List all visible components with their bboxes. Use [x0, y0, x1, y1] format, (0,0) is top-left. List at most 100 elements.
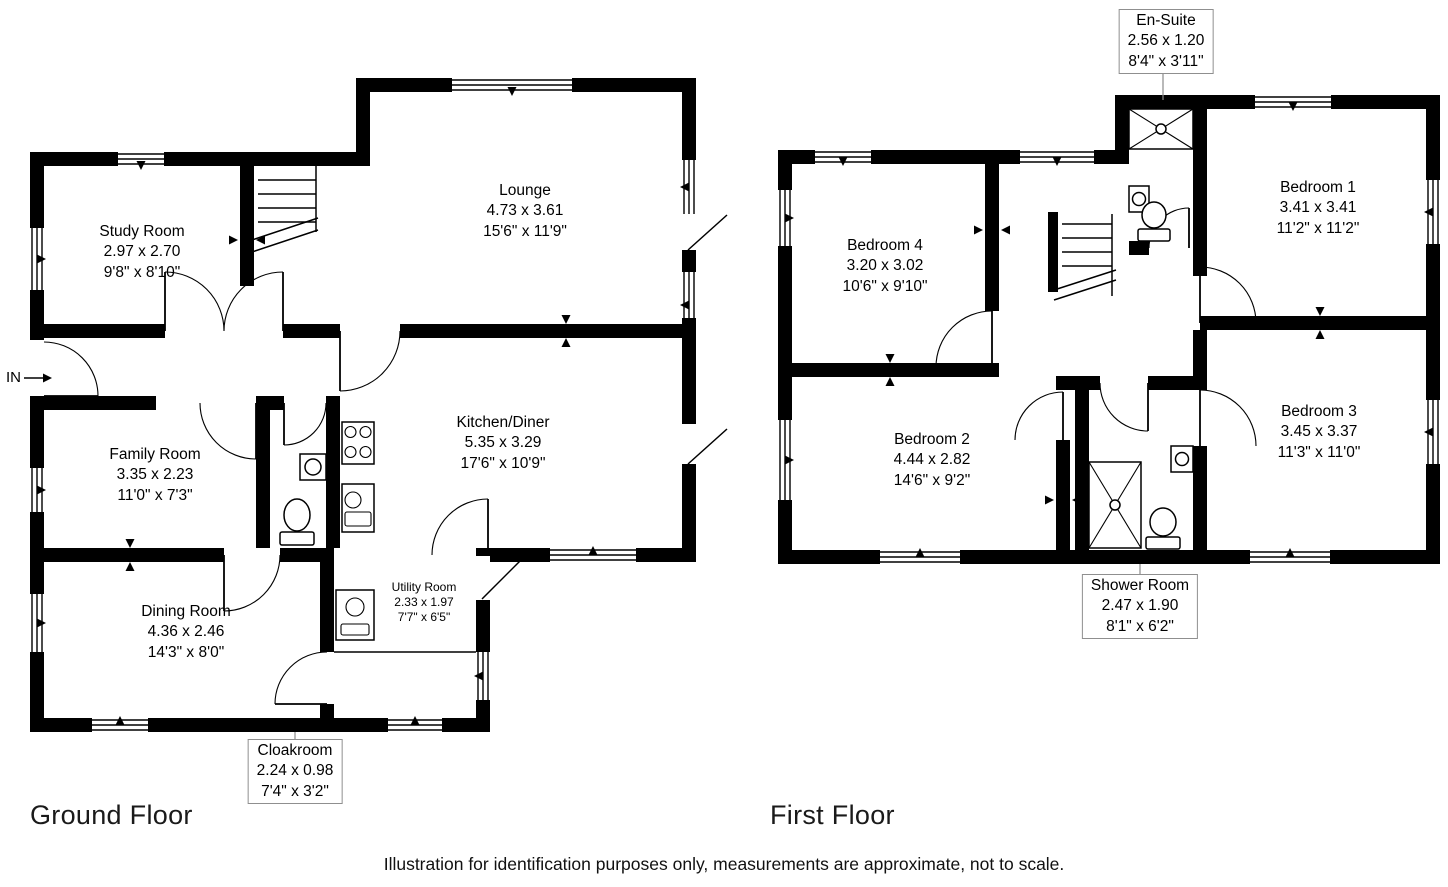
- first-floor-title: First Floor: [770, 800, 895, 830]
- room-size-imperial: 11'0" x 7'3": [117, 486, 193, 504]
- sink-icon: [1128, 185, 1150, 213]
- window: [682, 272, 696, 318]
- room-label-bedroom-1: Bedroom 1 3.41 x 3.41 11'2" x 11'2": [1277, 178, 1360, 239]
- entrance-label: IN: [6, 369, 21, 386]
- doors-layer: [935, 207, 1257, 447]
- room-size-metric: 3.41 x 3.41: [1279, 199, 1357, 217]
- room-name: Study Room: [99, 223, 185, 240]
- room-size-imperial: 9'8" x 8'10": [103, 263, 181, 281]
- toilet-icon: [279, 498, 315, 546]
- room-label-lounge: Lounge 4.73 x 3.61 15'6" x 11'9": [483, 181, 567, 242]
- window: [1250, 550, 1330, 564]
- room-size-imperial: 8'4" x 3'11": [1128, 52, 1204, 70]
- room-name: Bedroom 4: [847, 237, 923, 254]
- room-size-metric: 4.36 x 2.46: [147, 623, 225, 641]
- back-door: [476, 556, 522, 600]
- room-label-bedroom-2: Bedroom 2 4.44 x 2.82 14'6" x 9'2": [894, 430, 971, 491]
- first-floor-plan: [778, 72, 1440, 576]
- room-size-metric: 3.35 x 2.23: [116, 466, 194, 484]
- room-label-kitchen-diner: Kitchen/Diner 5.35 x 3.29 17'6" x 10'9": [456, 413, 549, 474]
- double-door: [164, 271, 284, 332]
- room-size-imperial: 11'2" x 11'2": [1276, 219, 1360, 237]
- room-name: Cloakroom: [257, 742, 333, 759]
- room-name: Lounge: [499, 182, 551, 199]
- ground-floor-title: Ground Floor: [30, 800, 193, 830]
- front-door: [30, 340, 99, 397]
- family-room-door: [199, 402, 257, 460]
- patio-door: [682, 424, 728, 465]
- room-label-utility-room: Utility Room 2.33 x 1.97 7'7" x 6'5": [392, 580, 457, 625]
- wc-door: [283, 402, 327, 446]
- windows-layer: [778, 95, 1440, 564]
- room-label-family-room: Family Room 3.35 x 2.23 11'0" x 7'3": [109, 445, 200, 506]
- room-size-imperial: 11'3" x 11'0": [1277, 443, 1361, 461]
- window: [476, 652, 490, 700]
- room-size-metric: 2.97 x 2.70: [103, 243, 181, 261]
- room-label-ensuite: En-Suite 2.56 x 1.20 8'4" x 3'11": [1118, 9, 1214, 75]
- room-label-study-room: Study Room 2.97 x 2.70 9'8" x 8'10": [99, 222, 184, 283]
- room-size-metric: 3.45 x 3.37: [1280, 423, 1358, 441]
- disclaimer-text: Illustration for identification purposes…: [383, 854, 1065, 874]
- room-size-imperial: 17'6" x 10'9": [460, 454, 546, 472]
- room-size-metric: 5.35 x 3.29: [464, 434, 542, 452]
- room-name: Bedroom 1: [1280, 179, 1356, 196]
- shower-icon: [1128, 108, 1194, 150]
- room-size-metric: 4.73 x 3.61: [486, 202, 564, 220]
- room-size-imperial: 7'7" x 6'5": [397, 610, 451, 624]
- room-name: Bedroom 3: [1281, 403, 1357, 420]
- room-size-imperial: 10'6" x 9'10": [842, 277, 928, 295]
- cooktop-icon: [341, 421, 375, 465]
- bedroom1-door: [1199, 266, 1257, 324]
- staircase-icon: [251, 166, 319, 253]
- dining-room-door: [223, 554, 281, 612]
- kitchen-sink-icon: [341, 483, 375, 533]
- room-size-imperial: 14'3" x 8'0": [147, 643, 225, 661]
- shower-room-door: [1099, 382, 1149, 432]
- entrance-arrow-icon: [24, 373, 52, 383]
- patio-door: [682, 214, 728, 251]
- room-size-metric: 4.44 x 2.82: [893, 451, 971, 469]
- cloakroom-door: [274, 651, 328, 705]
- room-size-imperial: 8'1" x 6'2": [1106, 617, 1174, 635]
- room-label-bedroom-4: Bedroom 4 3.20 x 3.02 10'6" x 9'10": [842, 236, 927, 297]
- toilet-icon: [1145, 507, 1181, 550]
- bedroom3-door: [1199, 389, 1257, 447]
- sink-icon: [299, 453, 327, 481]
- bedroom4-door: [935, 310, 993, 368]
- room-size-imperial: 15'6" x 11'9": [483, 222, 567, 240]
- kitchen-door: [339, 330, 401, 392]
- room-label-shower-room: Shower Room 2.47 x 1.90 8'1" x 6'2": [1081, 574, 1199, 640]
- sink-icon: [1170, 445, 1194, 473]
- fixtures-layer: [1088, 108, 1194, 550]
- window: [92, 718, 148, 732]
- room-label-dining-room: Dining Room 4.36 x 2.46 14'3" x 8'0": [141, 602, 231, 663]
- ground-floor-plan: [24, 78, 728, 742]
- window: [388, 718, 442, 732]
- room-name: Bedroom 2: [894, 431, 970, 448]
- room-name: Dining Room: [141, 603, 231, 620]
- utility-sink-icon: [335, 589, 375, 641]
- room-size-metric: 2.47 x 1.90: [1101, 597, 1179, 615]
- room-name: Kitchen/Diner: [456, 414, 550, 431]
- room-size-metric: 2.33 x 1.97: [394, 595, 454, 609]
- room-size-metric: 2.56 x 1.20: [1127, 32, 1205, 50]
- room-size-imperial: 7'4" x 3'2": [261, 782, 329, 800]
- shower-icon: [1088, 461, 1142, 549]
- room-name: Shower Room: [1090, 577, 1190, 594]
- fixtures-layer: [279, 421, 476, 653]
- room-size-metric: 3.20 x 3.02: [846, 257, 924, 275]
- bedroom2-door: [1014, 391, 1064, 441]
- room-label-bedroom-3: Bedroom 3 3.45 x 3.37 11'3" x 11'0": [1278, 402, 1361, 463]
- room-label-cloakroom: Cloakroom 2.24 x 0.98 7'4" x 3'2": [247, 739, 343, 805]
- window: [682, 160, 696, 214]
- room-name: Utility Room: [391, 580, 457, 594]
- room-name: En-Suite: [1136, 12, 1196, 29]
- room-size-metric: 2.24 x 0.98: [256, 762, 334, 780]
- doors-layer: [30, 214, 728, 705]
- window: [880, 550, 960, 564]
- room-size-imperial: 14'6" x 9'2": [893, 471, 971, 489]
- room-name: Family Room: [109, 446, 201, 463]
- toilet-icon: [1137, 201, 1171, 242]
